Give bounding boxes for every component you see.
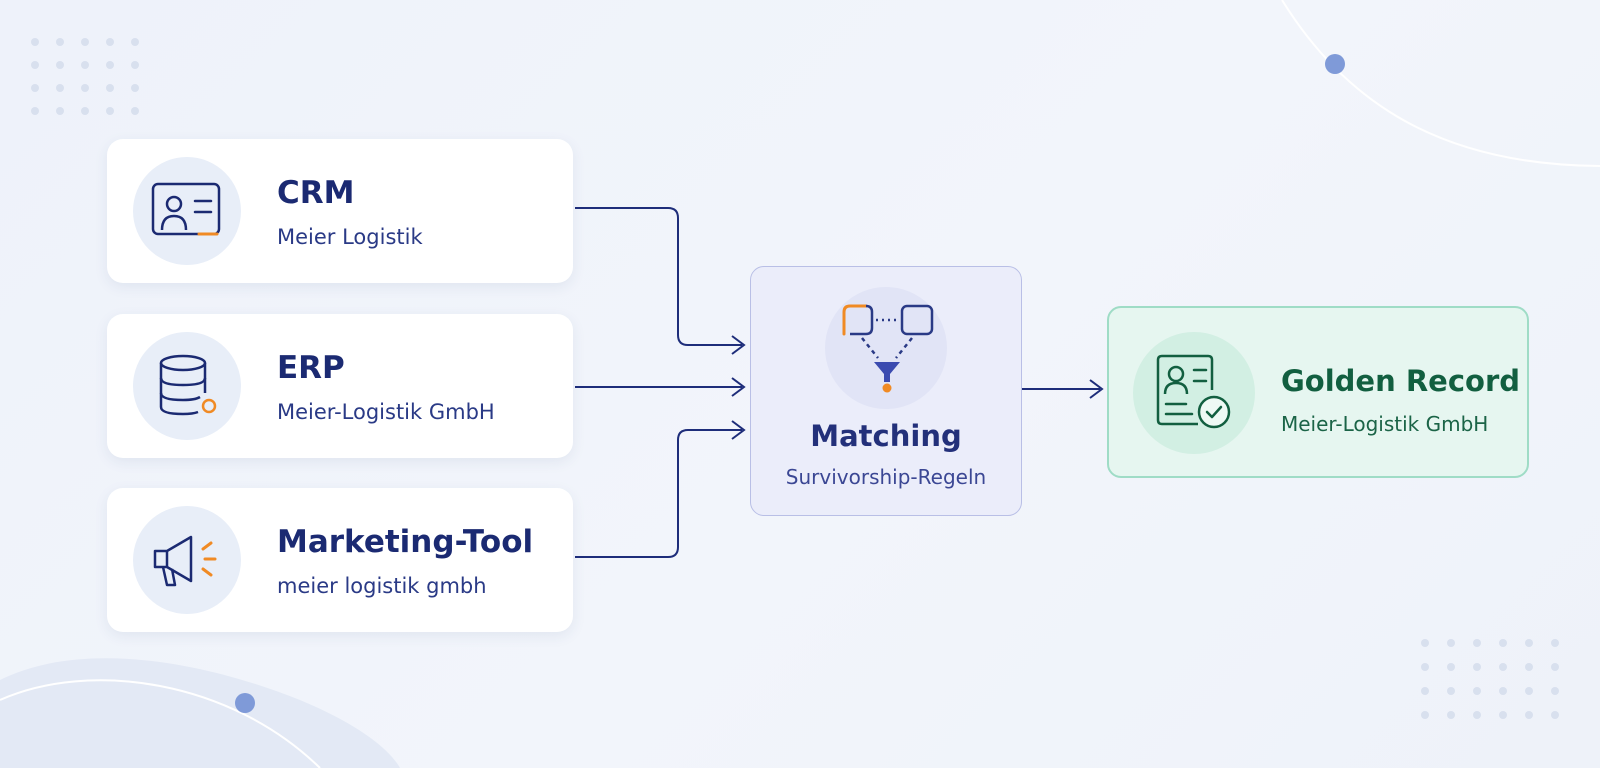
accent-dot-bottom-left — [235, 693, 255, 713]
matching-title: Matching — [810, 419, 962, 453]
golden-record-title: Golden Record — [1281, 364, 1521, 398]
funnel-merge-icon — [842, 304, 934, 393]
source-icon-circle — [133, 157, 241, 265]
source-card-erp: ERP Meier-Logistik GmbH — [107, 314, 573, 458]
source-icon-circle — [133, 332, 241, 440]
verified-contact-card-icon — [1156, 354, 1231, 429]
database-icon — [159, 354, 217, 416]
arc-top-right — [1281, 0, 1600, 167]
dot-grid-bottom-right — [1421, 639, 1559, 719]
source-subtitle: meier logistik gmbh — [277, 574, 487, 598]
golden-record-card: Golden Record Meier-Logistik GmbH — [1107, 306, 1529, 478]
megaphone-icon — [153, 535, 217, 587]
source-title: CRM — [277, 175, 355, 211]
contact-card-icon — [151, 182, 221, 236]
source-icon-circle — [133, 506, 241, 614]
accent-dot-top-right — [1325, 54, 1345, 74]
source-subtitle: Meier Logistik — [277, 225, 423, 249]
source-card-crm: CRM Meier Logistik — [107, 139, 573, 283]
source-subtitle: Meier-Logistik GmbH — [277, 400, 495, 424]
source-title: ERP — [277, 350, 345, 386]
matching-card: Matching Survivorship-Regeln — [750, 266, 1022, 516]
source-title: Marketing-Tool — [277, 524, 534, 560]
dot-grid-top-left — [31, 38, 139, 115]
golden-icon-circle — [1133, 332, 1255, 454]
golden-record-subtitle: Meier-Logistik GmbH — [1281, 412, 1489, 436]
matching-subtitle: Survivorship-Regeln — [785, 465, 987, 489]
arc-bottom-left — [0, 679, 321, 768]
source-card-marketing-tool: Marketing-Tool meier logistik gmbh — [107, 488, 573, 632]
blob-bottom-left — [0, 658, 400, 768]
matching-icon-circle — [825, 287, 947, 409]
